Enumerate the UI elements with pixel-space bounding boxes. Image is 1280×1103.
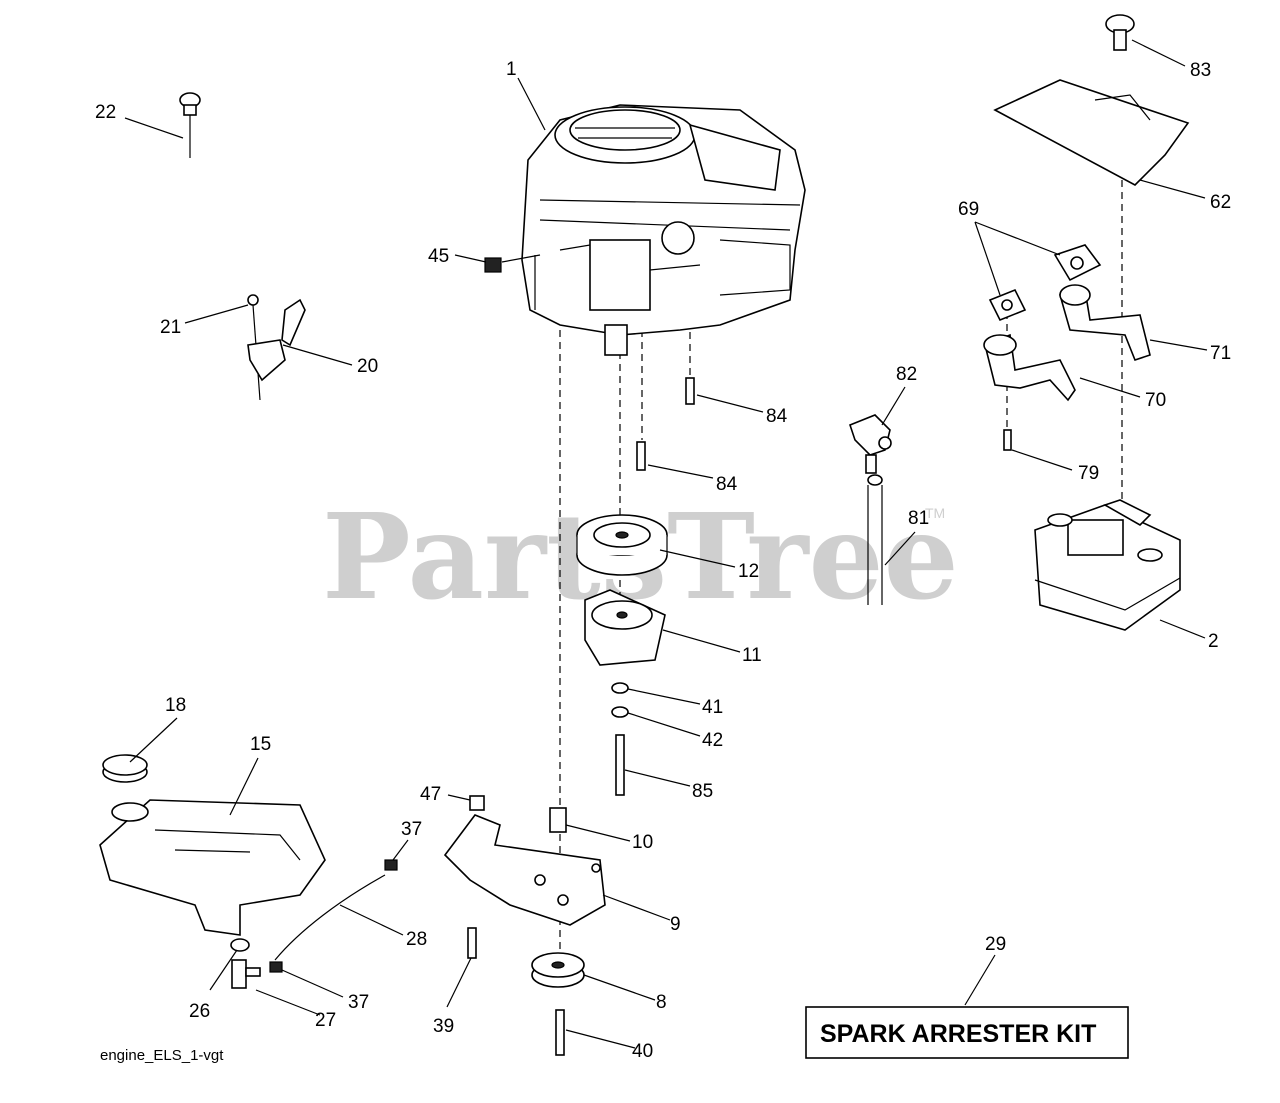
- heat-shield-62: [993, 79, 1190, 186]
- callout-21: 21: [160, 317, 181, 338]
- wire-81: [867, 474, 883, 605]
- callout-37b: 37: [348, 992, 369, 1013]
- fuel-tank-15: [99, 799, 326, 936]
- callout-29: 29: [985, 934, 1006, 955]
- bolt-40: [555, 1009, 565, 1056]
- pipe-71: [1058, 284, 1151, 361]
- valve-27: [231, 959, 261, 989]
- muffler-2: [1034, 499, 1181, 631]
- idler-8: [531, 952, 585, 988]
- bolts-84: [636, 377, 695, 471]
- spark-boot-82: [849, 414, 892, 474]
- callout-22: 22: [95, 102, 116, 123]
- diagram-caption: engine_ELS_1-vgt: [100, 1047, 224, 1064]
- clutch-11: [584, 589, 666, 666]
- callout-83: 83: [1190, 60, 1211, 81]
- callout-84a: 84: [766, 406, 788, 427]
- callout-15: 15: [250, 734, 271, 755]
- callout-70: 70: [1145, 390, 1166, 411]
- callout-71: 71: [1210, 343, 1231, 364]
- gaskets-69: [988, 244, 1102, 322]
- callout-82: 82: [896, 364, 917, 385]
- callout-69: 69: [958, 199, 979, 220]
- callout-28: 28: [406, 929, 427, 950]
- callout-40: 40: [632, 1041, 653, 1062]
- callout-11: 11: [742, 645, 762, 666]
- knob-22: [179, 92, 201, 158]
- callout-41: 41: [702, 697, 723, 718]
- trademark: TM: [925, 505, 945, 521]
- callout-85: 85: [692, 781, 713, 802]
- callout-1: 1: [506, 59, 517, 80]
- callout-79: 79: [1078, 463, 1099, 484]
- engine: [521, 104, 806, 356]
- spark-arrester-kit-box: SPARK ARRESTER KIT: [805, 1006, 1129, 1059]
- callout-numbers: 1 22 21 20 45 84 84 12 11 41 42 85 10 47…: [95, 59, 1231, 1062]
- pulley-12: [576, 514, 668, 576]
- bolt-39: [467, 927, 477, 959]
- callout-8: 8: [656, 992, 667, 1013]
- callout-37a: 37: [401, 819, 422, 840]
- callout-26: 26: [189, 1001, 210, 1022]
- callout-2: 2: [1208, 631, 1219, 652]
- bolt-79: [1003, 429, 1012, 451]
- fuel-cap-18: [102, 754, 148, 783]
- clamps-37: [269, 859, 398, 973]
- leader-lines: [124, 39, 1208, 1049]
- callout-62: 62: [1210, 192, 1231, 213]
- callout-9: 9: [670, 914, 681, 935]
- spacer-47: [469, 795, 485, 811]
- callout-39: 39: [433, 1016, 454, 1037]
- callout-12: 12: [738, 561, 759, 582]
- grommet-26: [230, 938, 250, 952]
- callout-18: 18: [165, 695, 186, 716]
- callout-81: 81: [908, 508, 929, 529]
- callout-27: 27: [315, 1010, 336, 1031]
- callout-84b: 84: [716, 474, 738, 495]
- spacer-10: [549, 807, 567, 833]
- control-20: [247, 294, 306, 401]
- callout-10: 10: [632, 832, 653, 853]
- callout-45: 45: [428, 246, 449, 267]
- callout-42: 42: [702, 730, 723, 751]
- washers-41-42: [611, 682, 629, 718]
- hose-28: [274, 874, 386, 961]
- bolt-85: [615, 734, 625, 796]
- knob-83: [1105, 14, 1135, 51]
- spark-arrester-kit-label: SPARK ARRESTER KIT: [820, 1020, 1096, 1048]
- bracket-9: [443, 814, 606, 926]
- fitting-45: [484, 257, 502, 273]
- pipe-70: [983, 333, 1076, 402]
- callout-20: 20: [357, 356, 378, 377]
- callout-47: 47: [420, 784, 441, 805]
